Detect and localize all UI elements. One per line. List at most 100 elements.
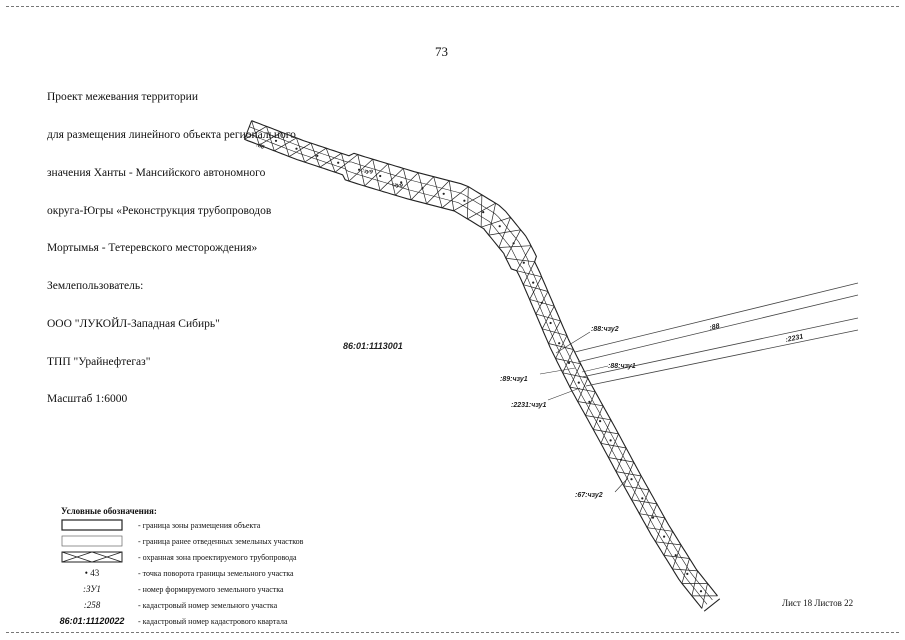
hatch-line (701, 583, 708, 609)
hatch-line (548, 343, 574, 350)
turn-point-dot (686, 572, 689, 576)
pipeline-corridor (243, 120, 721, 612)
hatch-line (480, 194, 483, 228)
parcel-label: :зу9 (362, 168, 374, 176)
legend-item: 86:01:11120022 - кадастровый номер кадас… (52, 613, 288, 629)
hatch-line (498, 245, 532, 248)
turn-point-dot (295, 147, 298, 150)
hatch-line (296, 137, 306, 163)
hatch-line (691, 570, 698, 596)
parcel-label: :88:чзу2 (591, 326, 619, 333)
turn-point-dot (463, 199, 466, 202)
hatch-line (441, 186, 469, 209)
hatch-line (577, 377, 589, 402)
legend-item: - граница ранее отведенных земельных уча… (52, 533, 303, 549)
turn-point-dot (620, 458, 623, 461)
hatch-line (251, 120, 260, 146)
hatch-line (281, 132, 290, 157)
hatch-line (631, 475, 642, 500)
parcel-label: :89:чзу1 (500, 376, 528, 383)
hatch-line (541, 306, 555, 329)
legend-item: • 43 - точка поворота границы земельного… (52, 565, 294, 581)
turn-point-dot (522, 261, 525, 264)
title-line: Мортымья - Тетеревского месторождения» (47, 242, 258, 255)
hatch-line (516, 270, 542, 278)
corridor-end-cap (703, 598, 721, 612)
leader-line (614, 477, 629, 493)
hatch-line (548, 320, 561, 344)
top-edge-line (6, 6, 899, 7)
legend-symbol-protection-zone (52, 550, 132, 564)
hatch-line (592, 405, 604, 430)
page-number: 73 (435, 44, 448, 59)
turn-point-dot (630, 478, 633, 481)
legend-text: - номер формируемого земельного участка (138, 584, 284, 594)
hatch-line (395, 172, 419, 196)
turn-point-dot (699, 590, 703, 593)
legend-text: - точка поворота границы земельного учас… (138, 568, 294, 578)
turn-point-dot (540, 301, 544, 304)
leader-line (555, 331, 591, 354)
title-line: ООО "ЛУКОЙЛ-Западная Сибирь" (47, 317, 220, 330)
legend-item: - охранная зона проектируемого трубопров… (52, 549, 297, 565)
hatch-line (357, 154, 365, 187)
turn-point-dot (337, 161, 340, 164)
hatch-line (310, 142, 321, 168)
hatch-line (467, 186, 469, 219)
turn-point-dot (674, 554, 677, 557)
hatch-line (488, 203, 496, 236)
hatch-line (600, 419, 612, 444)
quarter-label: 86:01:1113001 (343, 341, 403, 351)
legend-symbol-turn-point: • 43 (84, 568, 100, 578)
corridor-boundary (244, 138, 703, 609)
turn-point-dot (651, 516, 655, 519)
leader-line (581, 365, 609, 373)
hatch-line (672, 544, 682, 570)
hatch-line (498, 217, 511, 248)
turn-point-dot (442, 192, 445, 195)
legend-text: - охранная зона проектируемого трубопров… (138, 552, 297, 562)
corridor-end-cap (243, 120, 253, 140)
corridor-boundary (246, 133, 708, 605)
title-line: Землепользователь: (47, 280, 144, 293)
hatch-line (655, 517, 666, 542)
hatch-line (639, 489, 650, 514)
turn-point-dot (663, 535, 666, 538)
hatch-line (334, 154, 359, 173)
parcel-line (577, 294, 859, 363)
title-line: для размещения линейного объекта региона… (47, 128, 296, 141)
turn-point-dot (274, 139, 278, 142)
hatch-line (623, 461, 635, 486)
cross-hatch-icon (61, 551, 123, 563)
legend-text: - кадастровый номер кадастрового квартал… (138, 616, 288, 626)
hatch-line (672, 568, 698, 572)
parcel-line (585, 329, 859, 387)
legend-text: - граница зоны размещения объекта (138, 520, 261, 530)
parcel-label: :88 (709, 323, 721, 332)
hatch-line (562, 349, 574, 373)
turn-point-dot (421, 187, 424, 190)
turn-point-dot (532, 281, 535, 284)
hatch-line (505, 257, 535, 263)
hatch-line (555, 335, 568, 359)
title-line: ТПП "Урайнефтегаз" (47, 355, 151, 368)
turn-point-dot (641, 497, 644, 500)
turn-point-dot (400, 181, 403, 184)
legend-symbol-existing-parcels (52, 534, 132, 548)
legend-symbol-cadastral-parcel: :258 (83, 600, 101, 610)
corridor-boundary (251, 120, 718, 597)
existing-parcels (574, 282, 859, 387)
legend-symbol-new-parcel: :ЗУ1 (83, 584, 101, 594)
turn-point-dot (558, 342, 561, 345)
turn-point-dot (588, 400, 591, 403)
turn-point-dot (379, 174, 382, 178)
solid-border-icon (61, 519, 123, 531)
leader-line (547, 387, 581, 401)
bottom-edge-line (6, 632, 899, 633)
parcel-label: :88 (255, 142, 265, 151)
hatch-line (480, 217, 511, 228)
legend-item: - граница зоны размещения объекта (52, 517, 260, 533)
parcel-line (581, 317, 859, 378)
corridor-boundary (249, 126, 713, 601)
